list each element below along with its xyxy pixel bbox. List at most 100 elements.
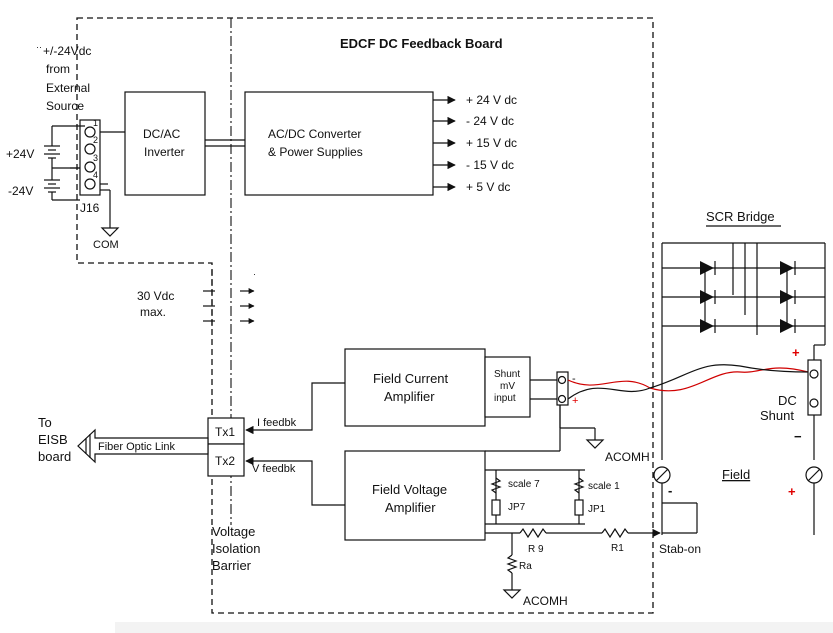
barrier-line3: Barrier (212, 558, 252, 573)
fva-line2: Amplifier (385, 500, 436, 515)
field-terminals (653, 466, 823, 535)
dc-shunt-line2: Shunt (760, 408, 794, 423)
scale-jumpers (485, 469, 585, 525)
inverter-block: DC/AC Inverter (124, 91, 206, 196)
resistor-string (485, 527, 661, 599)
tx1-box (207, 417, 245, 445)
com-ground-icon (100, 227, 120, 237)
converter-block: AC/DC Converter & Power Supplies (244, 91, 434, 196)
dc-shunt-line1: DC (778, 393, 797, 408)
fca-line2: Amplifier (384, 389, 435, 404)
barrier-line1: Voltage (212, 524, 255, 539)
battery-neg-icon (44, 168, 80, 201)
jp1-jumper-icon (574, 499, 584, 516)
jp7-jumper-icon (491, 499, 501, 516)
acomh-ground-icon (502, 589, 522, 599)
board-outline (76, 17, 654, 614)
connector-label: J16 (80, 201, 100, 215)
shunt-input-line3: input (494, 393, 516, 404)
pin-1: 1 (93, 118, 98, 128)
com-label: COM (93, 239, 119, 251)
i-feedbk-wire (245, 382, 345, 435)
converter-line2: & Power Supplies (268, 145, 363, 159)
battery-pos-icon (44, 125, 85, 168)
shunt-plus: + (572, 395, 578, 407)
shunt-wire-red (567, 367, 809, 392)
converter-line1: AC/DC Converter (268, 127, 361, 141)
output-rails: + 24 V dc - 24 V dc + 15 V dc - 15 V dc … (433, 93, 517, 194)
v-feedbk-wire (245, 456, 345, 506)
fca-line1: Field Current (373, 371, 449, 386)
destination-line1: To (38, 415, 52, 430)
tx2-label: Tx2 (215, 454, 235, 468)
r1-label: R1 (611, 543, 624, 554)
field-label: Field (722, 467, 750, 482)
field-voltage-amplifier: Field Voltage Amplifier (344, 450, 486, 541)
supply-note-line1: +/-24Vdc (43, 44, 91, 58)
scr-diode-icon (700, 261, 714, 275)
scale1-resistor-icon (573, 477, 585, 494)
destination-line3: board (38, 449, 71, 464)
scr-bridge (661, 225, 826, 460)
terminal-2 (84, 143, 96, 155)
jp7-label: JP7 (508, 502, 526, 513)
dc-shunt-plus: + (792, 345, 800, 360)
pin-3: 3 (93, 153, 98, 163)
destination-line2: EISB (38, 432, 68, 447)
isolation-arrows: · (203, 269, 256, 330)
tx1-label: Tx1 (215, 425, 235, 439)
shunt-terminal (556, 371, 569, 406)
stab-on-label: Stab-on (659, 542, 701, 556)
shunt-input-line1: Shunt (494, 369, 520, 380)
scale7-label: scale 7 (508, 479, 540, 490)
r9-label: R 9 (528, 544, 544, 555)
page-footer-strip (115, 622, 833, 633)
svg-text:·: · (253, 269, 256, 279)
output-15p: + 15 V dc (466, 136, 517, 150)
i-feedbk-label: I feedbk (257, 417, 297, 429)
jp1-label: JP1 (588, 504, 606, 515)
r9-resistor-icon (519, 527, 547, 539)
fva-line1: Field Voltage (372, 482, 447, 497)
connector-j16 (79, 119, 101, 196)
shunt-minus: - (572, 373, 576, 385)
inverter-line2: Inverter (144, 145, 185, 159)
acomh-label-2: ACOMH (523, 594, 568, 608)
fiber-optic-arrow (77, 428, 209, 464)
scr-bridge-title: SCR Bridge (706, 209, 775, 224)
r1-resistor-icon (601, 527, 629, 539)
pos-supply-label: +24V (6, 147, 34, 161)
scale7-resistor-icon (490, 477, 502, 494)
ra-resistor-icon (506, 554, 518, 574)
field-current-amplifier: Field Current Amplifier (344, 348, 486, 427)
svg-text:··: ·· (36, 42, 42, 52)
isolation-note-line2: max. (140, 305, 166, 319)
terminal-1 (84, 126, 96, 138)
output-24n: - 24 V dc (466, 114, 514, 128)
scr-diode-icon (700, 290, 714, 304)
supply-note-line3: External (46, 81, 90, 95)
dc-shunt-minus: − (794, 429, 802, 444)
acomh-label-1: ACOMH (605, 450, 650, 464)
output-5p: + 5 V dc (466, 180, 510, 194)
field-plus: + (788, 484, 796, 499)
barrier-line2: Isolation (212, 541, 260, 556)
terminal-3 (84, 161, 96, 173)
supply-note-line4: Source (46, 99, 84, 113)
shunt-input-line2: mV (500, 381, 515, 392)
scale1-label: scale 1 (588, 481, 620, 492)
shunt-wire-black (567, 364, 809, 400)
scr-diode-icon (700, 319, 714, 333)
acomh-ground-icon (585, 439, 605, 449)
fiber-label: Fiber Optic Link (98, 441, 176, 453)
v-feedbk-label: V feedbk (252, 463, 296, 475)
dc-shunt (807, 344, 825, 460)
tx-blocks (207, 417, 245, 477)
ra-label: Ra (519, 561, 532, 572)
supply-note-line2: from (46, 62, 70, 76)
external-supply: ·· +/-24Vdc from External Source 1 2 3 4… (6, 42, 125, 251)
neg-supply-label: -24V (8, 184, 33, 198)
output-24p: + 24 V dc (466, 93, 517, 107)
